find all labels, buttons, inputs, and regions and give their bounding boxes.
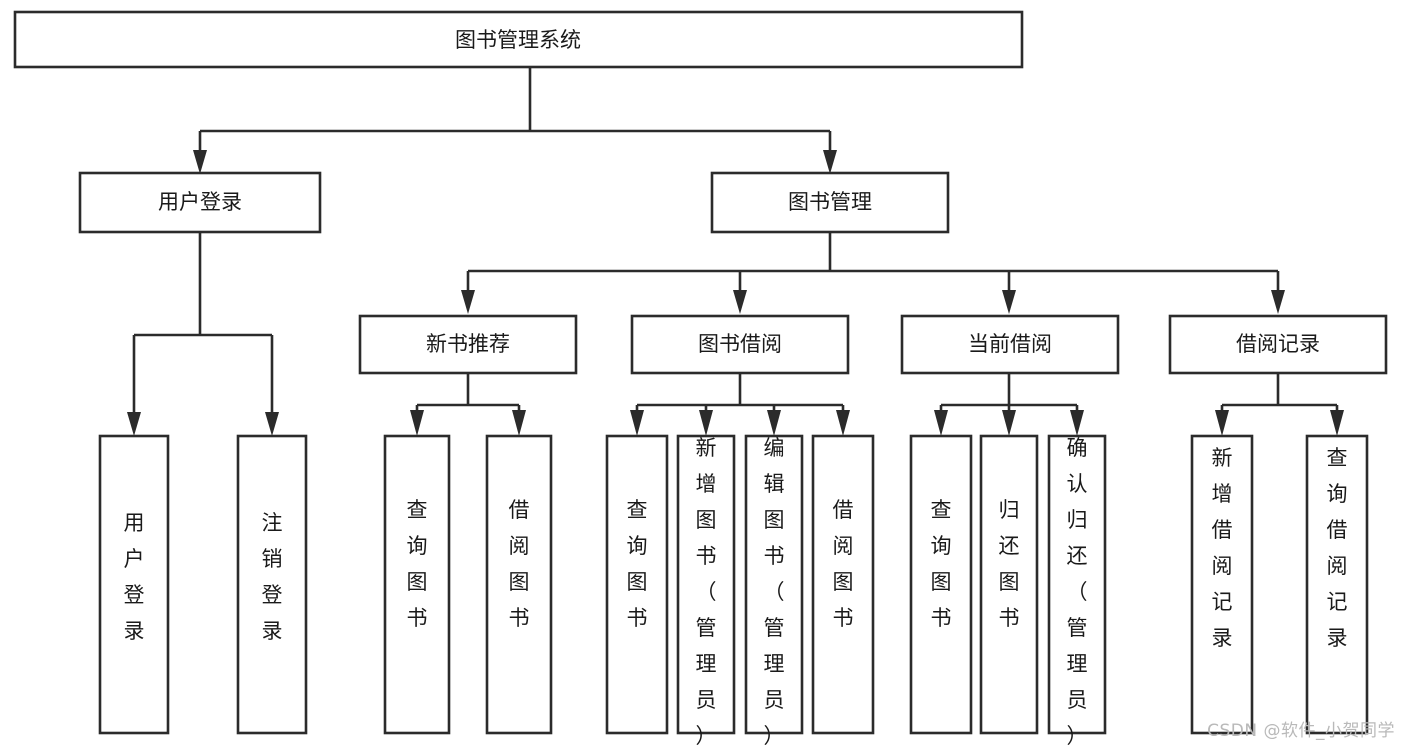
node-book-management-box[interactable] [710,171,950,234]
node-book-management[interactable]: 图书管理 [710,171,950,234]
leaf-record-0[interactable] [1190,434,1254,735]
node-borrow-record-label: 借阅记录 [1236,332,1320,356]
node-root-box[interactable] [13,10,1024,69]
node-root[interactable]: 图书管理系统 [13,10,1024,69]
arrow-record-c0 [1215,410,1229,436]
node-user-login-label: 用户登录 [158,190,242,214]
leaf-user-login-0-box[interactable] [98,434,170,735]
leaf-user-login-0-label: 用户登录 [124,511,145,643]
leaf-record-1-label: 查询借阅记录 [1327,446,1348,650]
csdn-watermark: CSDN @软件_小贺同学 [1207,721,1395,741]
node-borrow-record[interactable]: 借阅记录 [1168,314,1388,375]
node-current-borrow-box[interactable] [900,314,1120,375]
arrow-root-to-user-login [193,150,207,174]
arrow-current-c1 [1002,410,1016,436]
arrow-user-login-c1 [265,412,279,436]
arrow-book-mgmt-c0 [461,290,475,314]
node-book-borrow-label: 图书借阅 [698,332,782,356]
node-new-book-recommend-label: 新书推荐 [426,332,510,356]
arrow-borrow-c0 [630,410,644,436]
connectors [127,67,1344,436]
node-new-book-recommend[interactable]: 新书推荐 [358,314,578,375]
leaf-borrow-3-label: 借阅图书 [833,498,854,630]
leaf-borrow-1-box[interactable] [676,434,736,735]
leaf-current-2-label: 确认归还（管理员） [1067,436,1088,747]
leaf-current-1-label: 归还图书 [999,498,1020,630]
leaf-current-0-box[interactable] [909,434,973,735]
leaf-current-0-label: 查询图书 [931,498,952,630]
node-current-borrow[interactable]: 当前借阅 [900,314,1120,375]
leaf-borrow-0[interactable] [605,434,669,735]
leaf-record-1[interactable] [1305,434,1369,735]
node-new-book-recommend-box[interactable] [358,314,578,375]
arrow-recommend-c1 [512,410,526,436]
leaf-record-1-box[interactable] [1305,434,1369,735]
arrow-borrow-c2 [767,410,781,436]
arrow-current-c0 [934,410,948,436]
arrow-borrow-c3 [836,410,850,436]
node-user-login-box[interactable] [78,171,322,234]
arrow-record-c1 [1330,410,1344,436]
leaf-current-1[interactable] [979,434,1039,735]
leaf-borrow-2-box[interactable] [744,434,804,735]
arrow-root-to-book-mgmt [823,150,837,174]
leaf-current-0[interactable] [909,434,973,735]
arrow-book-mgmt-c3 [1271,290,1285,314]
arrow-recommend-c0 [410,410,424,436]
leaf-borrow-0-box[interactable] [605,434,669,735]
leaf-user-login-1[interactable] [236,434,308,735]
leaf-record-0-label: 新增借阅记录 [1212,446,1233,650]
node-user-login[interactable]: 用户登录 [78,171,322,234]
leaf-user-login-1-label: 注销登录 [262,511,283,643]
arrow-user-login-c0 [127,412,141,436]
leaf-recommend-0[interactable] [383,434,451,735]
leaf-borrow-3-box[interactable] [811,434,875,735]
leaf-borrow-1-label: 新增图书（管理员） [696,436,717,747]
leaf-recommend-1[interactable] [485,434,553,735]
node-book-borrow[interactable]: 图书借阅 [630,314,850,375]
node-root-label: 图书管理系统 [455,28,581,52]
leaf-recommend-1-label: 借阅图书 [509,498,530,630]
leaf-borrow-2-label: 编辑图书（管理员） [764,436,785,747]
leaf-record-0-box[interactable] [1190,434,1254,735]
leaf-borrow-1[interactable] [676,434,736,735]
node-book-management-label: 图书管理 [788,190,872,214]
node-book-borrow-box[interactable] [630,314,850,375]
leaf-current-1-box[interactable] [979,434,1039,735]
leaf-user-login-1-box[interactable] [236,434,308,735]
node-current-borrow-label: 当前借阅 [968,332,1052,356]
leaf-current-2[interactable] [1047,434,1107,735]
leaf-current-2-box[interactable] [1047,434,1107,735]
leaf-recommend-0-label: 查询图书 [407,498,428,630]
leaf-labels: 用户登录 注销登录 查询图书 借阅图书 查询图书 新增图书（管理员） 编辑图书（… [124,436,1348,747]
leaf-recommend-0-box[interactable] [383,434,451,735]
arrow-borrow-c1 [699,410,713,436]
arrow-book-mgmt-c2 [1002,290,1016,314]
arrow-current-c2 [1070,410,1084,436]
leaf-user-login-0[interactable] [98,434,170,735]
leaf-borrow-3[interactable] [811,434,875,735]
leaf-borrow-2[interactable] [744,434,804,735]
leaf-recommend-1-box[interactable] [485,434,553,735]
leaf-borrow-0-label: 查询图书 [627,498,648,630]
node-borrow-record-box[interactable] [1168,314,1388,375]
arrow-book-mgmt-c1 [733,290,747,314]
